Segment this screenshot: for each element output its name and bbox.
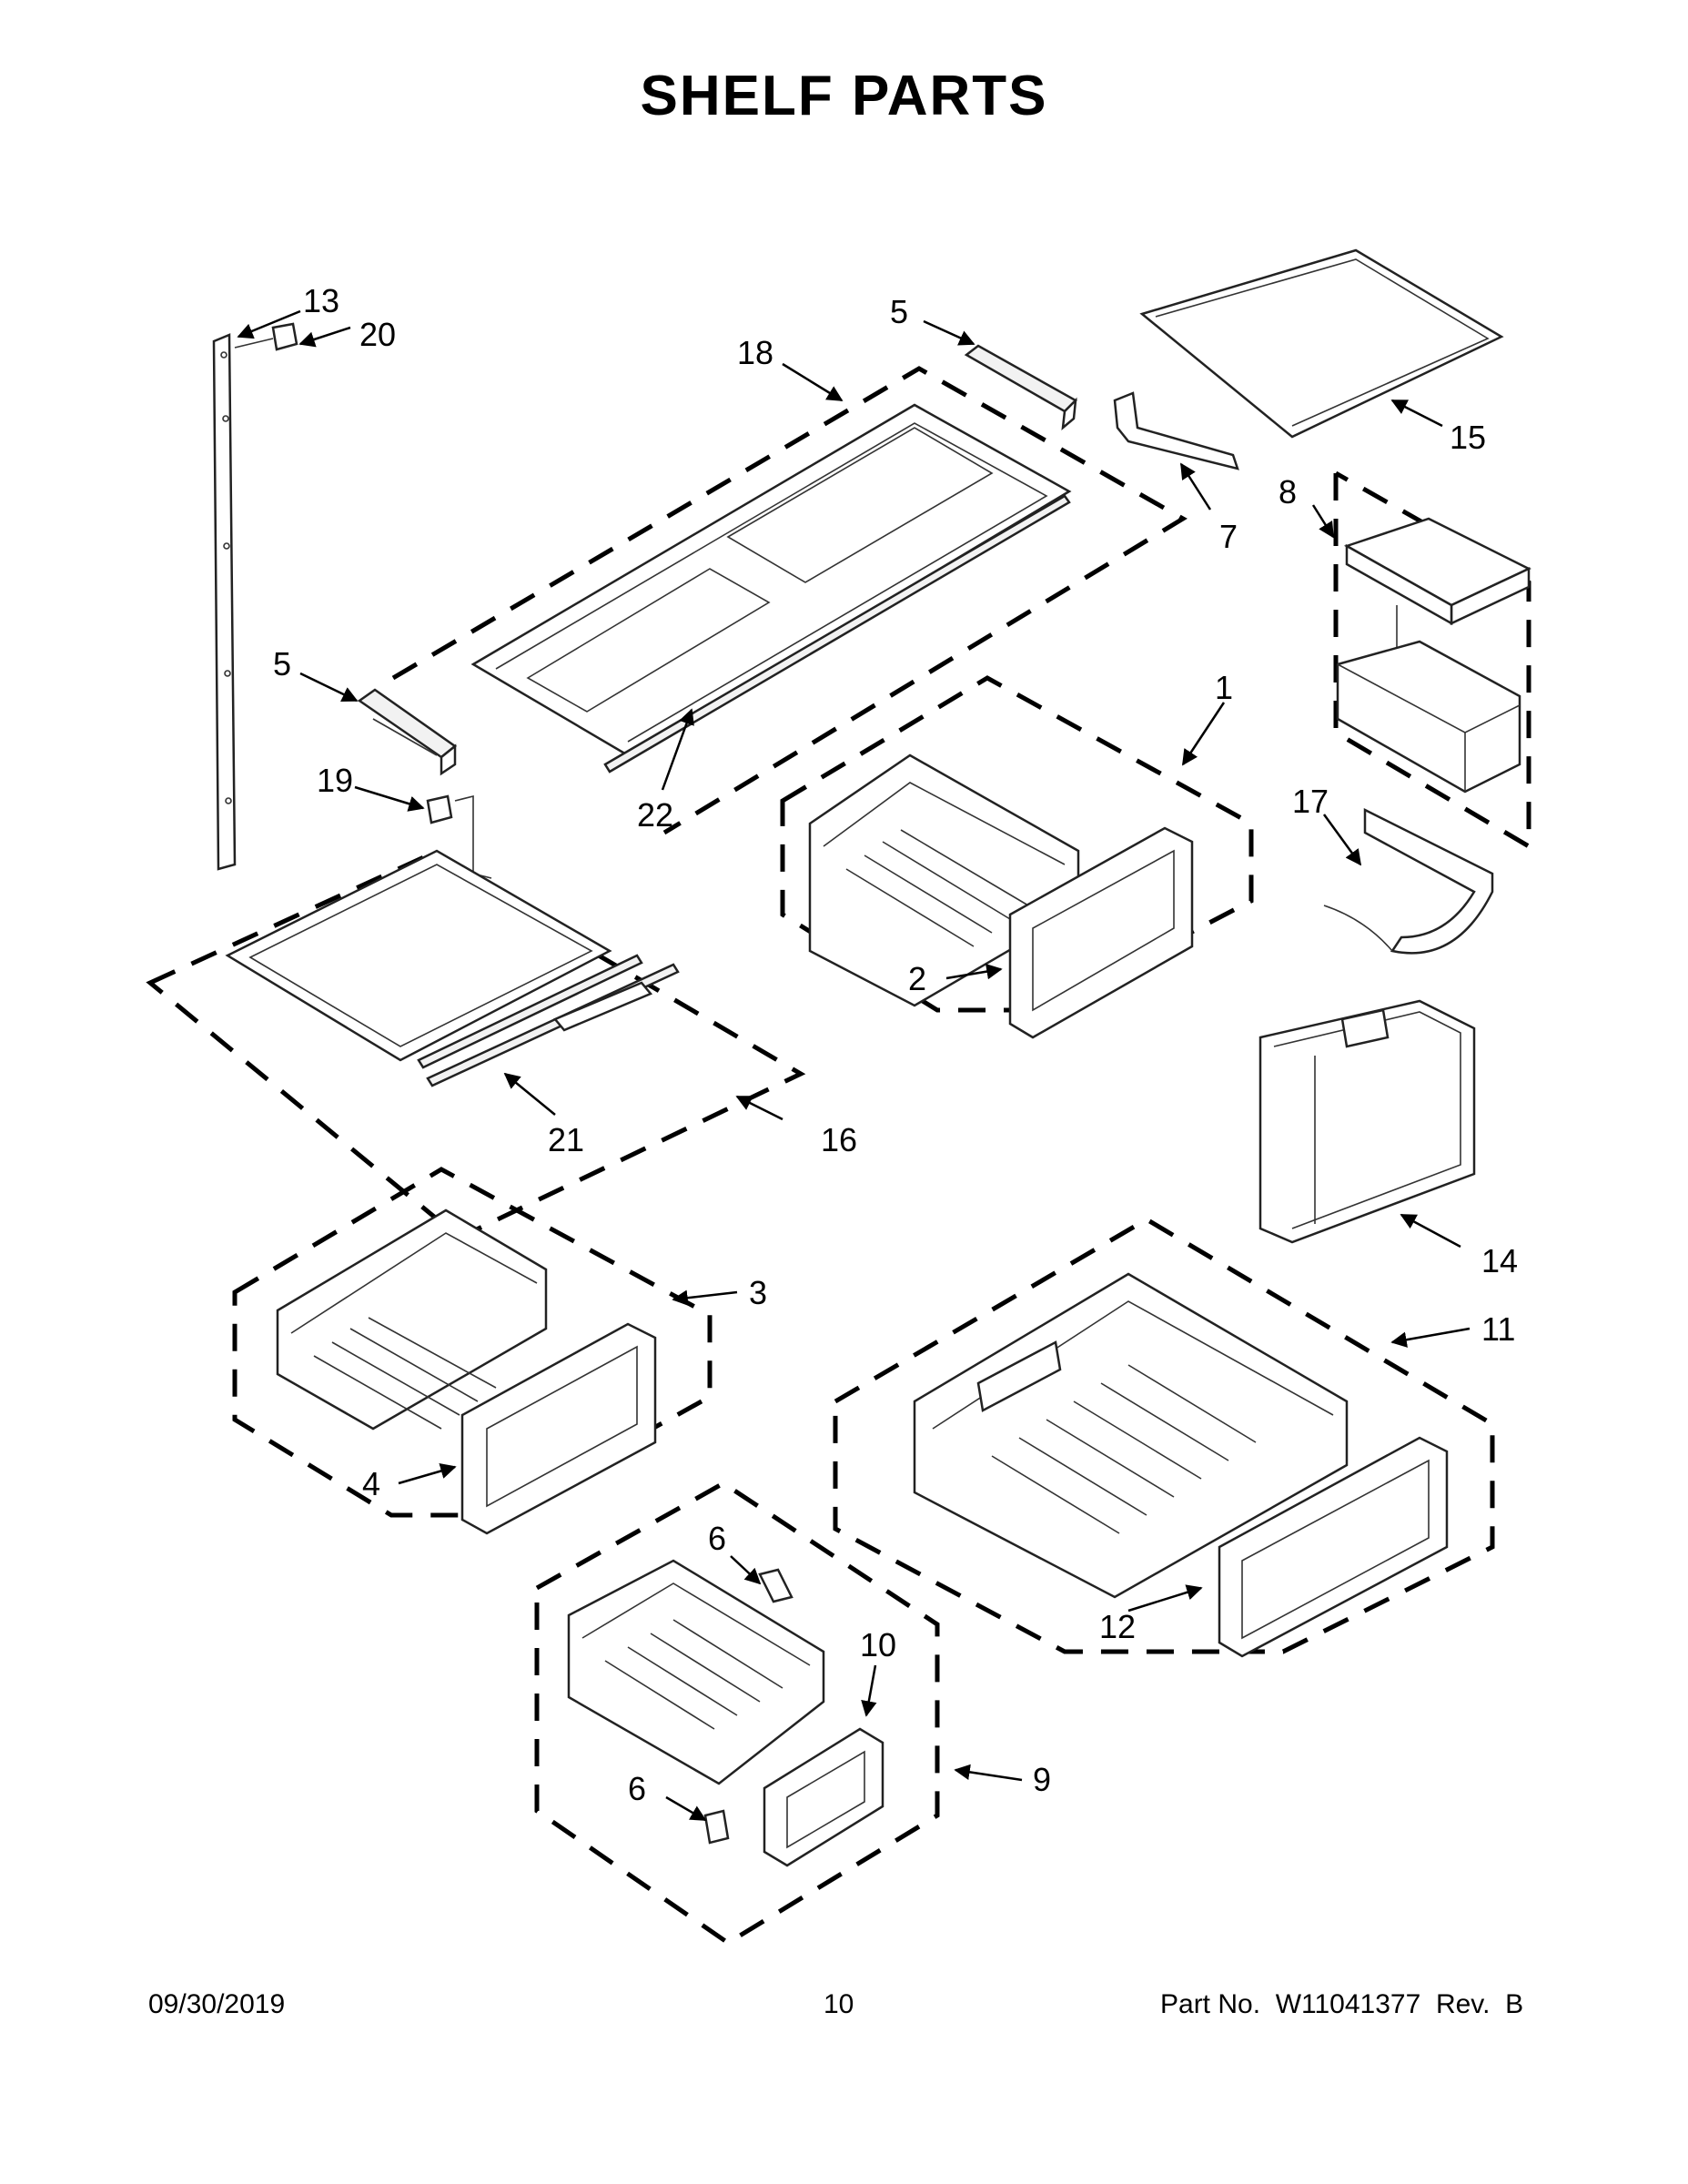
shelf-screw-19 xyxy=(426,794,492,879)
callout-7: 7 xyxy=(1219,518,1238,555)
callout-11: 11 xyxy=(1481,1310,1515,1348)
curved-trim-17 xyxy=(1323,807,1494,955)
callout-14: 14 xyxy=(1481,1242,1518,1279)
shelf-support xyxy=(1113,391,1239,470)
callout-15: 15 xyxy=(1450,419,1486,456)
callout-22: 22 xyxy=(637,796,673,834)
leader-lines xyxy=(237,309,1471,1822)
large-drawer-11 xyxy=(833,1217,1495,1658)
callout-16: 16 xyxy=(821,1121,857,1158)
callout-18: 18 xyxy=(737,334,773,371)
callout-4: 4 xyxy=(362,1465,380,1502)
callout-13: 13 xyxy=(303,282,339,319)
shelf-bracket-left xyxy=(357,688,458,776)
small-drawer-9 xyxy=(534,1481,940,1946)
callout-5-top: 5 xyxy=(890,293,908,330)
footer-part-number: Part No. W11041377 Rev. B xyxy=(1160,1989,1524,2019)
shelf-rail xyxy=(212,333,237,871)
glass-shelf-15 xyxy=(1139,248,1504,439)
crisper-drawer-1 xyxy=(780,675,1254,1039)
rail-screw xyxy=(234,322,298,351)
drawer-screw-lower xyxy=(703,1809,730,1845)
footer-date: 09/30/2019 xyxy=(148,1989,286,2019)
callout-21: 21 xyxy=(548,1121,584,1158)
callout-17: 17 xyxy=(1292,783,1329,820)
callout-1: 1 xyxy=(1215,669,1233,706)
callout-2: 2 xyxy=(908,960,926,997)
callout-6-lower: 6 xyxy=(628,1770,646,1807)
callout-3: 3 xyxy=(749,1274,767,1311)
shelf-bracket-top xyxy=(964,344,1078,430)
drawer-screw-upper xyxy=(758,1568,793,1603)
callout-8: 8 xyxy=(1279,473,1297,511)
door-bin-14 xyxy=(1258,999,1476,1244)
footer-page-number: 10 xyxy=(824,1989,854,2019)
callout-5-left: 5 xyxy=(273,645,291,682)
callout-20: 20 xyxy=(359,316,396,353)
callout-12: 12 xyxy=(1099,1608,1136,1645)
bin-assembly-8 xyxy=(1333,470,1531,851)
page-title: SHELF PARTS xyxy=(640,65,1048,127)
callout-10: 10 xyxy=(860,1626,896,1663)
shelf-assembly-18 xyxy=(391,366,1188,835)
callout-19: 19 xyxy=(317,762,353,799)
callout-9: 9 xyxy=(1033,1761,1051,1798)
crisper-drawer-3 xyxy=(232,1167,713,1535)
shelf-assembly-16 xyxy=(146,849,806,1240)
callout-6-upper: 6 xyxy=(708,1520,726,1557)
callout-labels: 13 20 5 18 15 7 8 5 1 22 19 17 2 21 16 3… xyxy=(273,282,1518,1807)
